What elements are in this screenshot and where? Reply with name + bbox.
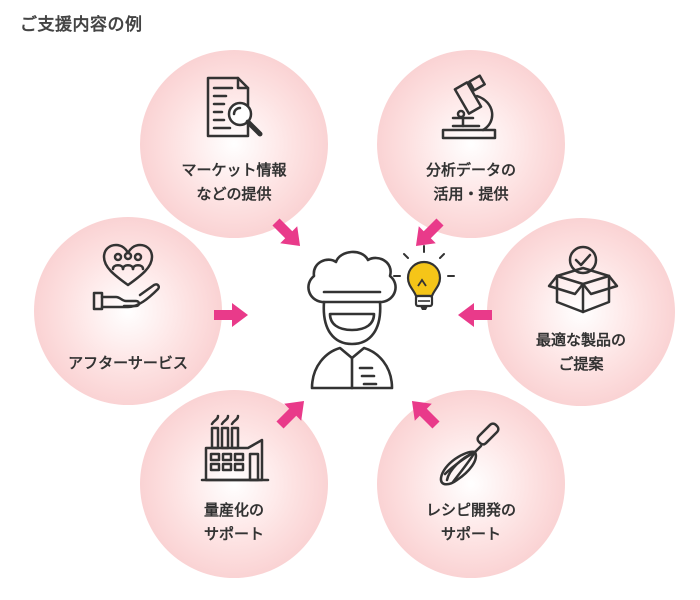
circle-label-line-1: 量産化の: [203, 501, 264, 519]
document-search-icon: [206, 76, 263, 138]
circle-label-line-2: サポート: [203, 525, 264, 543]
circle-label-line-2: ご提案: [558, 355, 604, 373]
arrow-from-product-proposal: [458, 303, 492, 327]
circle-label-line-2: などの提供: [196, 185, 272, 203]
helping-hand-heart-icon: [92, 243, 161, 311]
arrow-from-recipe-development: [403, 392, 445, 434]
light-bulb-icon: [393, 245, 455, 310]
circle-mass-production: 量産化の サポート: [140, 390, 328, 578]
circle-product-proposal: 最適な製品の ご提案: [487, 218, 675, 406]
circle-recipe-development: レシピ開発の サポート: [377, 390, 565, 578]
product-box-check-icon: [547, 245, 619, 314]
circle-label-line-1: 最適な製品の: [535, 331, 626, 349]
circle-label-line-1: アフターサービス: [68, 354, 188, 372]
circle-label-line-1: レシピ開発の: [425, 501, 516, 519]
arrow-from-after-service: [214, 303, 248, 327]
factory-icon: [200, 414, 270, 482]
circle-label-line-1: 分析データの: [425, 161, 516, 179]
circle-label-line-2: 活用・提供: [433, 185, 509, 203]
circle-label-line-1: マーケット情報: [181, 161, 287, 179]
arrow-from-mass-production: [271, 392, 313, 434]
page-title: ご支援内容の例: [20, 15, 143, 35]
arrow-from-analysis-data: [407, 213, 449, 255]
chef-icon: [307, 250, 397, 390]
circle-after-service: アフターサービス: [34, 217, 222, 405]
arrow-from-market-info: [267, 213, 309, 255]
circle-analysis-data: 分析データの 活用・提供: [377, 50, 565, 238]
whisk-icon: [439, 422, 500, 486]
microscope-icon: [441, 74, 497, 140]
circle-market-info: マーケット情報 などの提供: [140, 50, 328, 238]
circle-label-line-2: サポート: [440, 525, 501, 543]
